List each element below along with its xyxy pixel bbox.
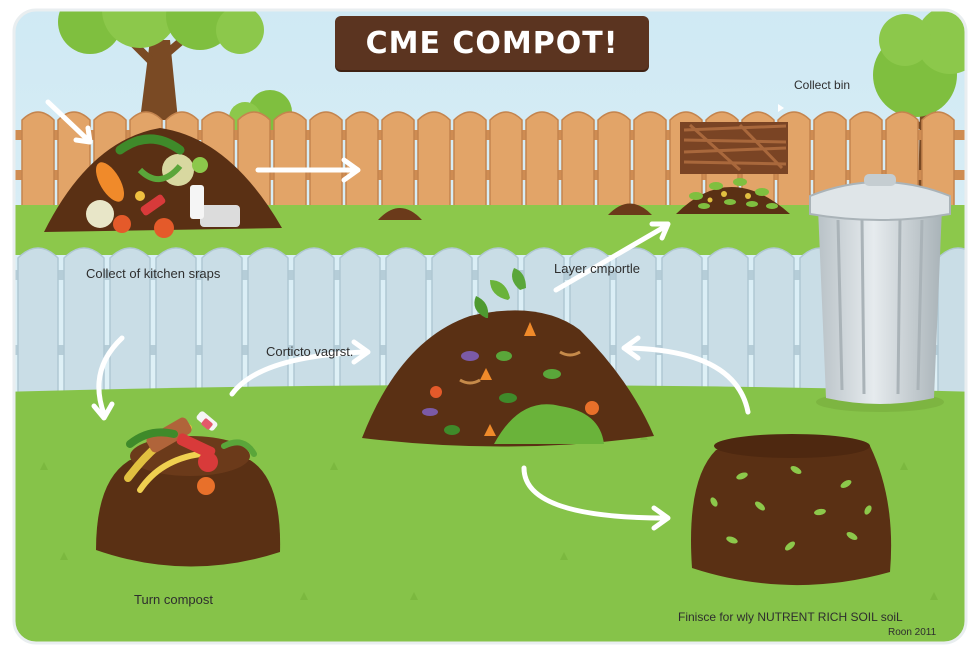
label-finished-soil: Finisce for wly NUTRENT RICH SOIL soiL <box>678 610 903 624</box>
arrow-icon <box>778 104 784 112</box>
vegetable-scraps-icon <box>422 268 599 436</box>
arrow-icon <box>229 339 371 397</box>
vegetable-scraps-icon <box>86 134 240 238</box>
frame-border <box>12 8 968 645</box>
dirt-mound <box>608 203 652 215</box>
trash-bin-icon <box>809 174 951 412</box>
arrow-icon <box>45 99 93 145</box>
label-layer-compost: Layer cmportle <box>554 261 640 276</box>
compost-pile-icon <box>96 411 281 567</box>
signature: Roon 2011 <box>888 627 937 638</box>
compost-pile-icon <box>362 268 654 447</box>
collect-bin-pile <box>676 122 790 214</box>
label-collect-kitchen-scraps: Collect of kitchen sraps <box>86 266 221 281</box>
compost-pile-icon <box>44 128 282 238</box>
dirt-mound <box>378 208 422 220</box>
vegetable-scraps-icon <box>124 411 257 495</box>
page-title: CME COMPOT! <box>365 25 619 61</box>
label-turn-compost: Turn compost <box>134 592 213 607</box>
tree-icon <box>58 10 264 120</box>
label-corticto-vagrst: Corticto vagrst. <box>266 344 354 359</box>
arrow-icon <box>521 465 671 531</box>
arrow-icon <box>91 335 125 421</box>
arrow-icon <box>553 221 671 293</box>
label-collect-bin: Collect bin <box>794 78 851 92</box>
title-banner: CME COMPOT! <box>335 16 649 70</box>
arrow-icon <box>621 335 751 415</box>
arrow-icon <box>255 157 361 183</box>
compost-pile-icon <box>691 434 892 586</box>
